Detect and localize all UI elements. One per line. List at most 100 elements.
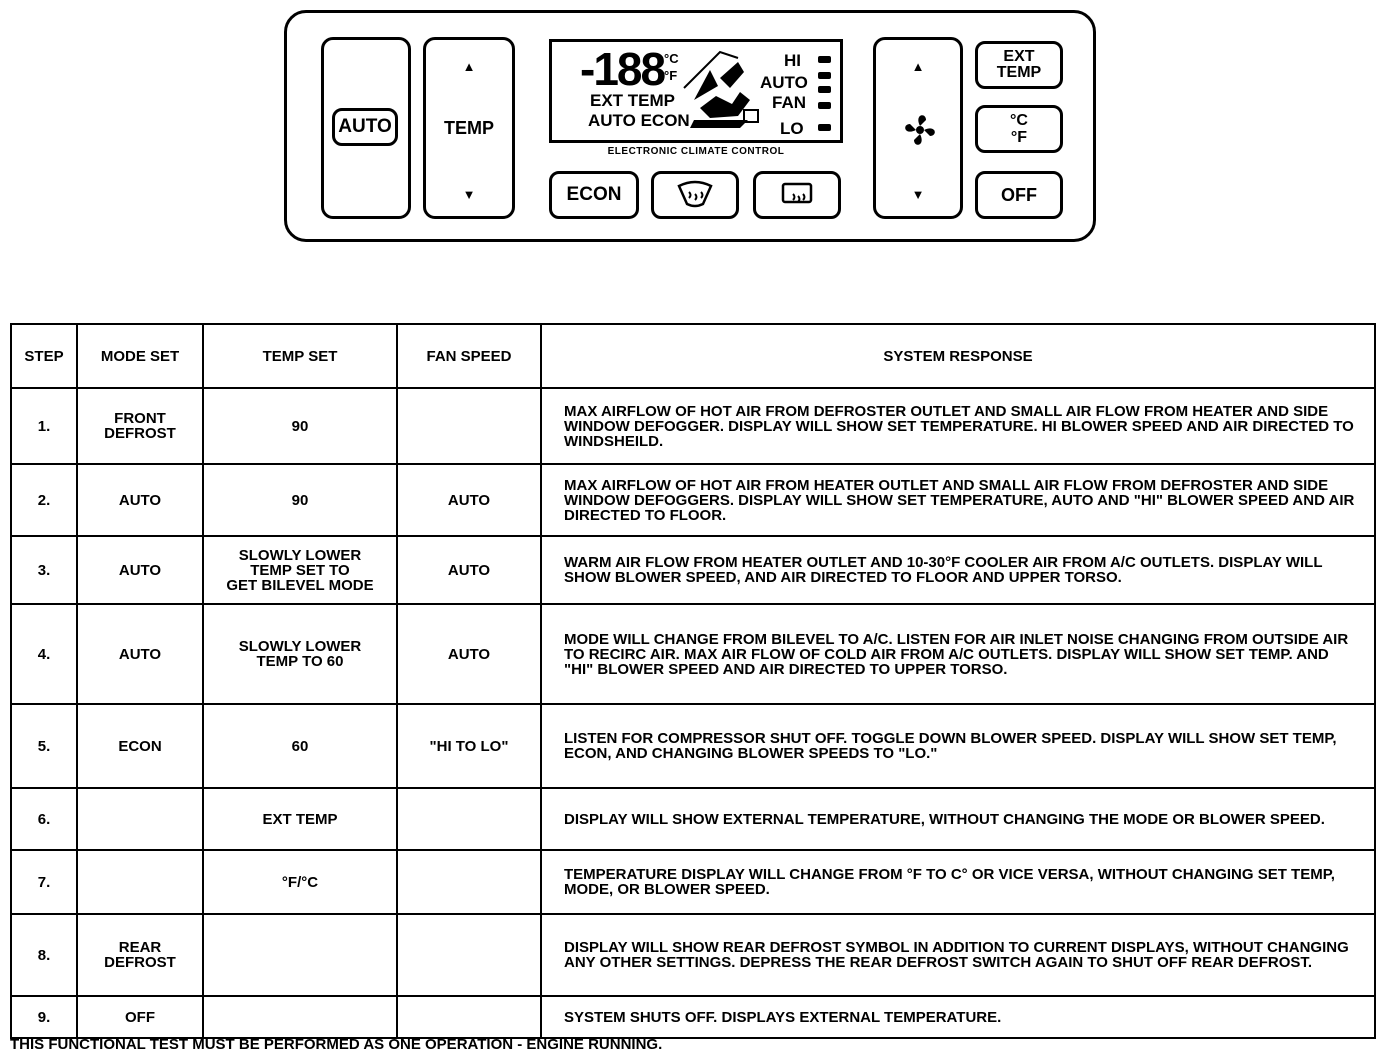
step-cell: 2. [10,463,78,537]
display-ext-temp: EXT TEMP [590,91,676,110]
mode-cell: FRONT DEFROST [76,387,204,465]
table-row: 8.REAR DEFROST DISPLAY WILL SHOW REAR DEF… [10,913,1376,997]
climate-control-panel: AUTO ▲ TEMP ▼ -188 °C °F EXT TEMP AUTO E… [284,10,1096,242]
fan-cell [396,913,542,997]
display-fan: FAN [772,93,806,112]
display-caption: ELECTRONIC CLIMATE CONTROL [607,146,785,157]
mode-cell [76,787,204,851]
response-cell: WARM AIR FLOW FROM HEATER OUTLET AND 10-… [540,535,1376,605]
fan-level-bar [818,124,831,131]
response-cell: DISPLAY WILL SHOW REAR DEFROST SYMBOL IN… [540,913,1376,997]
step-cell: 6. [10,787,78,851]
mode-cell: OFF [76,995,204,1039]
step-cell: 7. [10,849,78,915]
display-unit-c: °C [664,51,679,66]
auto-button[interactable]: AUTO [332,108,398,146]
temp-cell [202,913,398,997]
step-cell: 8. [10,913,78,997]
fan-cell: AUTO [396,463,542,537]
temp-cell: 60 [202,703,398,789]
temp-cell: 90 [202,463,398,537]
display-auto: AUTO [760,73,808,92]
step-cell: 5. [10,703,78,789]
fan-cell: AUTO [396,603,542,705]
display-hi: HI [784,51,801,70]
response-cell: TEMPERATURE DISPLAY WILL CHANGE FROM °F … [540,849,1376,915]
fan-icon [905,115,935,145]
display-unit-f: °F [664,68,678,83]
temp-rocker[interactable]: ▲ TEMP ▼ [423,37,515,219]
mode-cell: AUTO [76,603,204,705]
units-button-f: °F [1010,129,1028,146]
display-lo: LO [780,119,804,138]
header-step: STEP [10,323,78,389]
response-cell: MAX AIRFLOW OF HOT AIR FROM HEATER OUTLE… [540,463,1376,537]
mode-cell: REAR DEFROST [76,913,204,997]
step-cell: 9. [10,995,78,1039]
econ-button[interactable]: ECON [549,171,639,219]
fan-cell [396,849,542,915]
lcd-display: -188 °C °F EXT TEMP AUTO ECON HI AUTO FA… [549,39,843,143]
temp-down-arrow-icon[interactable]: ▼ [462,187,476,202]
temp-cell [202,995,398,1039]
rear-defrost-button[interactable] [753,171,841,219]
ext-temp-button[interactable]: EXT TEMP [975,41,1063,89]
display-digits: -188 [580,43,666,95]
mode-cell: ECON [76,703,204,789]
header-mode-set: MODE SET [76,323,204,389]
airflow-person-icon [683,50,759,128]
response-cell: DISPLAY WILL SHOW EXTERNAL TEMPERATURE, … [540,787,1376,851]
step-cell: 4. [10,603,78,705]
temp-cell: °F/°C [202,849,398,915]
response-cell: SYSTEM SHUTS OFF. DISPLAYS EXTERNAL TEMP… [540,995,1376,1039]
display-auto-econ: AUTO ECON [588,111,690,130]
fan-cell [396,387,542,465]
header-fan-speed: FAN SPEED [396,323,542,389]
fan-level-bar [818,86,831,93]
temp-cell: 90 [202,387,398,465]
fan-rocker[interactable]: ▲ ▼ [873,37,963,219]
fan-up-arrow-icon[interactable]: ▲ [911,59,925,74]
fan-level-bar [818,56,831,63]
fan-down-arrow-icon[interactable]: ▼ [911,187,925,202]
temp-cell: EXT TEMP [202,787,398,851]
fan-cell: AUTO [396,535,542,605]
functional-test-table: STEP MODE SET TEMP SET FAN SPEED SYSTEM … [10,323,1376,1039]
table-row: 6. EXT TEMP DISPLAY WILL SHOW EXTERNAL TEM… [10,787,1376,851]
response-cell: LISTEN FOR COMPRESSOR SHUT OFF. TOGGLE D… [540,703,1376,789]
table-row: 7. °F/°C TEMPERATURE DISPLAY WILL CHANGE F… [10,849,1376,915]
temp-cell: SLOWLY LOWER TEMP TO 60 [202,603,398,705]
temp-up-arrow-icon[interactable]: ▲ [462,59,476,74]
off-button[interactable]: OFF [975,171,1063,219]
mode-cell: AUTO [76,535,204,605]
fan-level-bar [818,102,831,109]
auto-button-housing[interactable]: AUTO [321,37,411,219]
step-cell: 1. [10,387,78,465]
mode-cell: AUTO [76,463,204,537]
temp-label: TEMP [443,118,494,138]
fan-cell [396,995,542,1039]
front-defrost-button[interactable] [651,171,739,219]
response-cell: MAX AIRFLOW OF HOT AIR FROM DEFROSTER OU… [540,387,1376,465]
mode-cell [76,849,204,915]
temp-cell: SLOWLY LOWER TEMP SET TO GET BILEVEL MOD… [202,535,398,605]
header-temp-set: TEMP SET [202,323,398,389]
fan-level-bar [818,72,831,79]
header-system-response: SYSTEM RESPONSE [540,323,1376,389]
front-defrost-icon [677,180,713,208]
fan-cell: "HI TO LO" [396,703,542,789]
units-button[interactable]: °C °F [975,105,1063,153]
footnote: THIS FUNCTIONAL TEST MUST BE PERFORMED A… [10,1036,663,1053]
response-cell: MODE WILL CHANGE FROM BILEVEL TO A/C. LI… [540,603,1376,705]
rear-defrost-icon [781,182,813,204]
fan-cell [396,787,542,851]
table-row: 9.OFF SYSTEM SHUTS OFF. DISPLAYS EXTERNAL… [10,995,1376,1039]
units-button-c: °C [1010,112,1028,129]
step-cell: 3. [10,535,78,605]
table-header-row: STEP MODE SET TEMP SET FAN SPEED SYSTEM … [10,323,1376,389]
